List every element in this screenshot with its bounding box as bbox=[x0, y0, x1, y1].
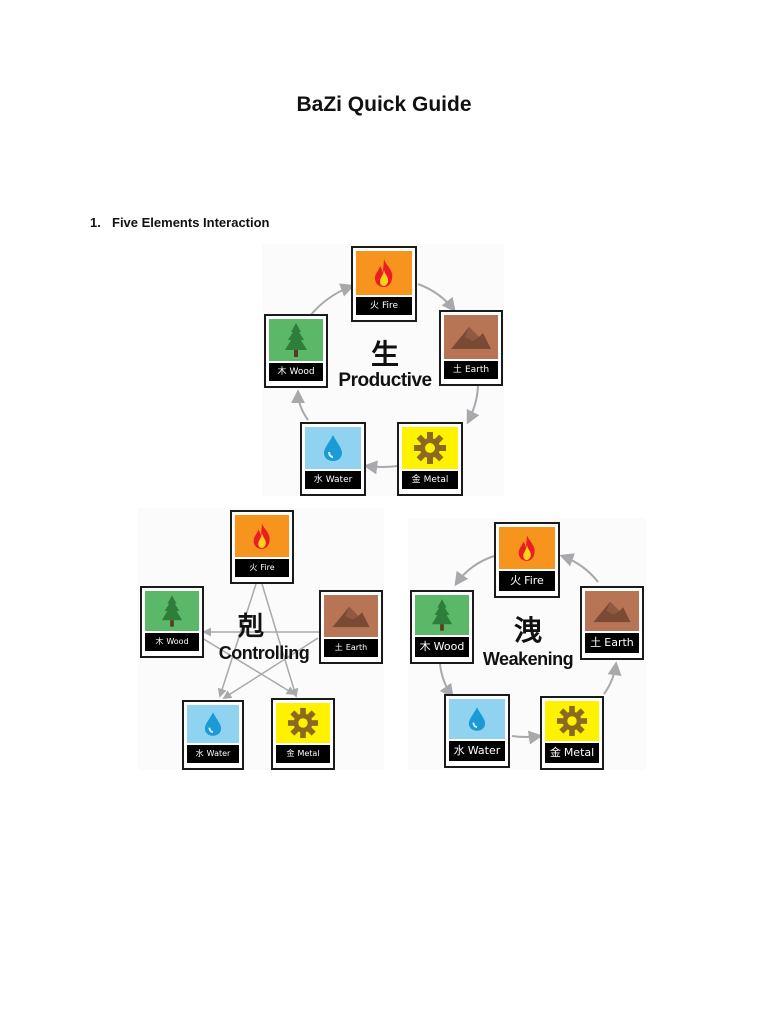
earth-swatch bbox=[585, 591, 639, 631]
productive-arrows bbox=[291, 283, 480, 475]
metal-swatch bbox=[276, 703, 330, 743]
weakening-word: Weakening bbox=[482, 649, 574, 669]
flame-icon bbox=[375, 259, 393, 287]
mountain-icon bbox=[451, 327, 491, 349]
gear-icon bbox=[287, 707, 319, 739]
water-drop-icon bbox=[324, 435, 342, 461]
water-swatch bbox=[305, 427, 361, 469]
water-swatch bbox=[187, 705, 239, 743]
flame-icon bbox=[518, 535, 535, 561]
controlling-word: Controlling bbox=[218, 643, 310, 663]
wood-swatch bbox=[145, 591, 199, 631]
weakening-arrows bbox=[439, 553, 622, 745]
controlling-arrows bbox=[201, 583, 320, 699]
water-drop-icon bbox=[468, 707, 486, 731]
water-swatch bbox=[449, 699, 505, 739]
section-heading: 1. Five Elements Interaction bbox=[90, 215, 270, 230]
weakening-han: 洩 bbox=[513, 614, 542, 647]
productive-center-label: 生 Productive bbox=[332, 340, 438, 392]
wood-swatch bbox=[269, 319, 323, 361]
metal-swatch bbox=[402, 427, 458, 469]
section-number: 1. bbox=[90, 215, 101, 230]
earth-swatch bbox=[324, 595, 378, 637]
flame-icon bbox=[253, 523, 270, 549]
gear-icon bbox=[556, 705, 588, 737]
water-drop-icon bbox=[204, 712, 222, 736]
tree-icon bbox=[431, 599, 453, 631]
tree-icon bbox=[161, 595, 183, 627]
tree-icon bbox=[285, 323, 307, 357]
fire-swatch bbox=[235, 515, 289, 557]
productive-word: Productive bbox=[338, 370, 432, 391]
fire-swatch bbox=[356, 251, 412, 295]
metal-swatch bbox=[545, 701, 599, 741]
controlling-han: 剋 bbox=[238, 612, 265, 642]
fire-swatch bbox=[499, 527, 555, 569]
gear-icon bbox=[414, 432, 446, 464]
wood-swatch bbox=[415, 595, 469, 635]
earth-swatch bbox=[444, 315, 498, 359]
mountain-icon bbox=[593, 601, 631, 623]
productive-han: 生 bbox=[370, 338, 399, 371]
section-title: Five Elements Interaction bbox=[112, 215, 270, 230]
page-title: BaZi Quick Guide bbox=[296, 93, 472, 116]
controlling-center-label: 剋 Controlling bbox=[208, 612, 320, 664]
weakening-center-label: 洩 Weakening bbox=[474, 614, 582, 670]
mountain-icon bbox=[332, 606, 370, 628]
